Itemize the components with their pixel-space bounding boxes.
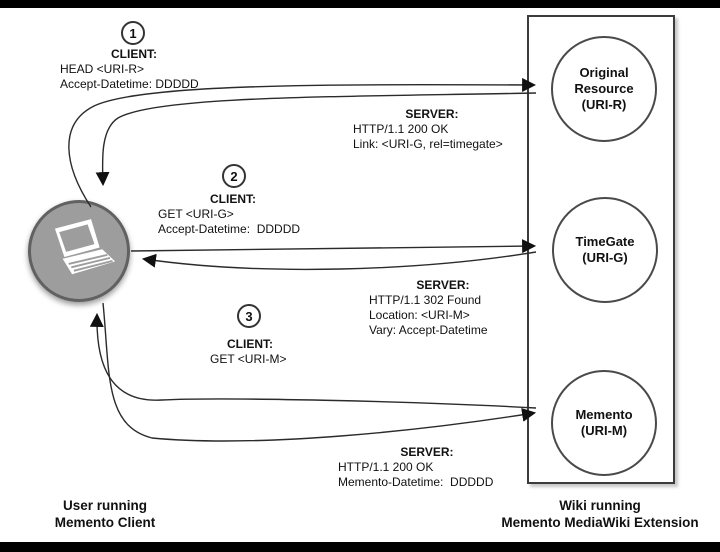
request-line: GET <URI-M> xyxy=(210,352,287,366)
step-2-badge: 2 xyxy=(222,164,246,188)
caption-line: Wiki running xyxy=(559,498,641,513)
node-label-line: (URI-M) xyxy=(580,423,628,438)
response-line: Link: <URI-G, rel=timegate> xyxy=(353,137,503,151)
client-label: CLIENT: xyxy=(210,192,256,206)
step-3-client-message: CLIENT: GET <URI-M> xyxy=(210,337,290,367)
step-1-badge: 1 xyxy=(121,21,145,45)
node-label-line: (URI-R) xyxy=(581,97,627,112)
client-label: CLIENT: xyxy=(227,337,273,351)
server-label: SERVER: xyxy=(416,278,470,292)
response-line: Location: <URI-M> xyxy=(369,308,470,322)
node-label-line: (URI-G) xyxy=(582,250,628,265)
client-caption: User running Memento Client xyxy=(20,497,190,531)
server-label: SERVER: xyxy=(400,445,454,459)
arrow-request-2 xyxy=(130,239,537,254)
step-2-client-message: CLIENT: GET <URI-G> Accept-Datetime: DDD… xyxy=(158,192,308,237)
request-line: Accept-Datetime: DDDDD xyxy=(158,222,301,236)
response-line: Vary: Accept-Datetime xyxy=(369,323,488,337)
wiki-caption: Wiki running Memento MediaWiki Extension xyxy=(462,497,720,531)
node-label-line: TimeGate xyxy=(575,234,635,249)
caption-line: User running xyxy=(62,498,147,513)
request-line: Accept-Datetime: DDDDD xyxy=(60,77,199,91)
step-3-server-message: SERVER: HTTP/1.1 200 OK Memento-Datetime… xyxy=(338,445,516,490)
laptop-icon xyxy=(54,219,116,275)
node-timegate: TimeGate (URI-G) xyxy=(552,197,658,303)
step-3-badge: 3 xyxy=(237,304,261,328)
node-original-resource: Original Resource (URI-R) xyxy=(551,36,657,142)
request-line: GET <URI-G> xyxy=(158,207,234,221)
server-label: SERVER: xyxy=(405,107,459,121)
top-black-bar xyxy=(0,0,720,8)
step-2-server-message: SERVER: HTTP/1.1 302 Found Location: <UR… xyxy=(369,278,517,338)
bottom-black-bar xyxy=(0,542,720,552)
arrow-response-2 xyxy=(141,251,537,271)
caption-line: Memento MediaWiki Extension xyxy=(501,515,699,530)
response-line: HTTP/1.1 302 Found xyxy=(369,293,482,307)
caption-line: Memento Client xyxy=(54,515,156,530)
node-label-line: Memento xyxy=(575,407,633,422)
response-line: Memento-Datetime: DDDDD xyxy=(338,475,494,489)
request-line: HEAD <URI-R> xyxy=(60,62,145,76)
step-1-server-message: SERVER: HTTP/1.1 200 OK Link: <URI-G, re… xyxy=(353,107,511,152)
node-label-line: Resource xyxy=(574,81,634,96)
node-label-line: Original xyxy=(579,65,629,80)
client-node xyxy=(28,200,130,302)
step-1-client-message: CLIENT: HEAD <URI-R> Accept-Datetime: DD… xyxy=(60,47,208,92)
client-label: CLIENT: xyxy=(111,47,157,61)
response-line: HTTP/1.1 200 OK xyxy=(338,460,434,474)
node-memento: Memento (URI-M) xyxy=(551,370,657,476)
response-line: HTTP/1.1 200 OK xyxy=(353,122,449,136)
